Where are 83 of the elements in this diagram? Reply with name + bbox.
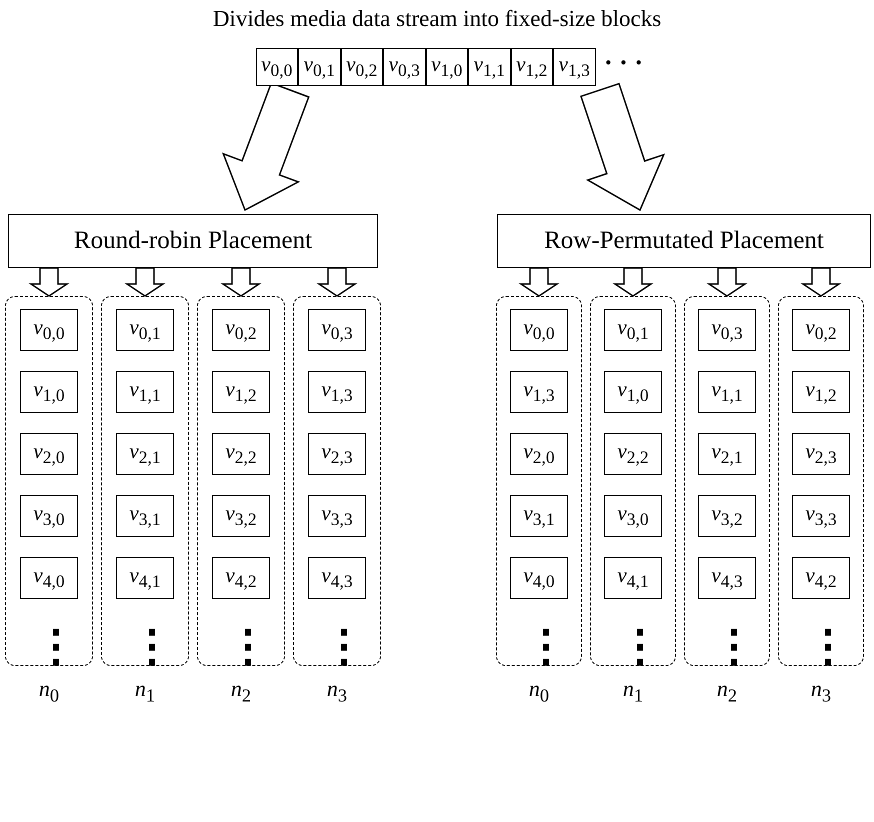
data-block: v$_{3,0}$	[604, 495, 662, 537]
node-label: n$_{1}$	[134, 676, 156, 706]
node-label: n$_{0}$	[528, 676, 550, 706]
data-block: v$_{3,0}$	[20, 495, 78, 537]
data-block: v$_{3,3}$	[792, 495, 850, 537]
vertical-ellipsis: ⋮	[322, 621, 352, 673]
data-block: v$_{0,1}$	[116, 309, 174, 351]
data-block: v$_{3,2}$	[698, 495, 756, 537]
block-arrow	[706, 267, 748, 297]
block-arrow	[220, 267, 262, 297]
data-block: v$_{4,0}$	[20, 557, 78, 599]
data-block: v$_{0,2}$	[340, 48, 383, 86]
node-column	[293, 296, 381, 666]
data-block: v$_{1,1}$	[116, 371, 174, 413]
data-block: v$_{0,1}$	[298, 48, 340, 86]
data-block: v$_{4,1}$	[604, 557, 662, 599]
data-block: v$_{2,2}$	[212, 433, 270, 475]
data-block: v$_{3,2}$	[212, 495, 270, 537]
data-block: v$_{0,3}$	[308, 309, 366, 351]
data-block: v$_{0,2}$	[212, 309, 270, 351]
data-block: v$_{1,1}$	[468, 48, 510, 86]
data-block: v$_{0,3}$	[383, 48, 426, 86]
data-block: v$_{1,1}$	[698, 371, 756, 413]
data-block: v$_{3,3}$	[308, 495, 366, 537]
vertical-ellipsis: ⋮	[34, 621, 64, 673]
data-block: v$_{4,3}$	[698, 557, 756, 599]
data-block: v$_{0,1}$	[604, 309, 662, 351]
diagram-title: Divides media data stream into fixed-size blocks	[212, 6, 662, 32]
data-block: v$_{3,1}$	[510, 495, 568, 537]
data-block: v$_{0,2}$	[792, 309, 850, 351]
node-column	[590, 296, 676, 666]
node-label: n$_{2}$	[716, 676, 738, 706]
data-block: v$_{1,2}$	[792, 371, 850, 413]
node-label: n$_{2}$	[230, 676, 252, 706]
data-block: v$_{4,1}$	[116, 557, 174, 599]
data-block: v$_{1,3}$	[308, 371, 366, 413]
data-block: v$_{2,3}$	[308, 433, 366, 475]
vertical-ellipsis: ⋮	[712, 621, 742, 673]
block-arrow	[580, 82, 666, 212]
data-block: v$_{2,1}$	[116, 433, 174, 475]
data-block: v$_{3,1}$	[116, 495, 174, 537]
block-arrow	[518, 267, 560, 297]
data-block: v$_{1,3}$	[510, 371, 568, 413]
data-block: v$_{2,1}$	[698, 433, 756, 475]
data-block: v$_{2,2}$	[604, 433, 662, 475]
vertical-ellipsis: ⋮	[130, 621, 160, 673]
data-block: v$_{2,0}$	[20, 433, 78, 475]
data-block: v$_{1,0}$	[604, 371, 662, 413]
data-block: v$_{1,0}$	[426, 48, 468, 86]
data-block: v$_{1,2}$	[212, 371, 270, 413]
vertical-ellipsis: ⋮	[226, 621, 256, 673]
data-block: v$_{4,2}$	[212, 557, 270, 599]
data-block: v$_{2,3}$	[792, 433, 850, 475]
block-arrow	[124, 267, 166, 297]
vertical-ellipsis: ⋮	[524, 621, 554, 673]
node-column	[778, 296, 864, 666]
node-column	[197, 296, 285, 666]
node-label: n$_{0}$	[38, 676, 60, 706]
vertical-ellipsis: ⋮	[806, 621, 836, 673]
node-column	[101, 296, 189, 666]
node-label: n$_{3}$	[326, 676, 348, 706]
placement-box: Row-Permutated Placement	[497, 214, 871, 268]
data-block: v$_{0,3}$	[698, 309, 756, 351]
node-column	[5, 296, 93, 666]
node-label: n$_{1}$	[622, 676, 644, 706]
data-block: v$_{4,0}$	[510, 557, 568, 599]
placement-box: Round-robin Placement	[8, 214, 378, 268]
node-label: n$_{3}$	[810, 676, 832, 706]
vertical-ellipsis: ⋮	[618, 621, 648, 673]
data-block: v$_{4,2}$	[792, 557, 850, 599]
data-block: v$_{1,0}$	[20, 371, 78, 413]
block-arrow	[612, 267, 654, 297]
block-arrow	[800, 267, 842, 297]
data-block: v$_{0,0}$	[510, 309, 568, 351]
node-column	[684, 296, 770, 666]
data-block: v$_{4,3}$	[308, 557, 366, 599]
data-block: v$_{0,0}$	[20, 309, 78, 351]
node-column	[496, 296, 582, 666]
block-arrow	[28, 267, 70, 297]
data-block: v$_{1,2}$	[510, 48, 553, 86]
block-arrow	[316, 267, 358, 297]
data-block: v$_{2,0}$	[510, 433, 568, 475]
ellipsis: · · ·	[604, 48, 644, 78]
